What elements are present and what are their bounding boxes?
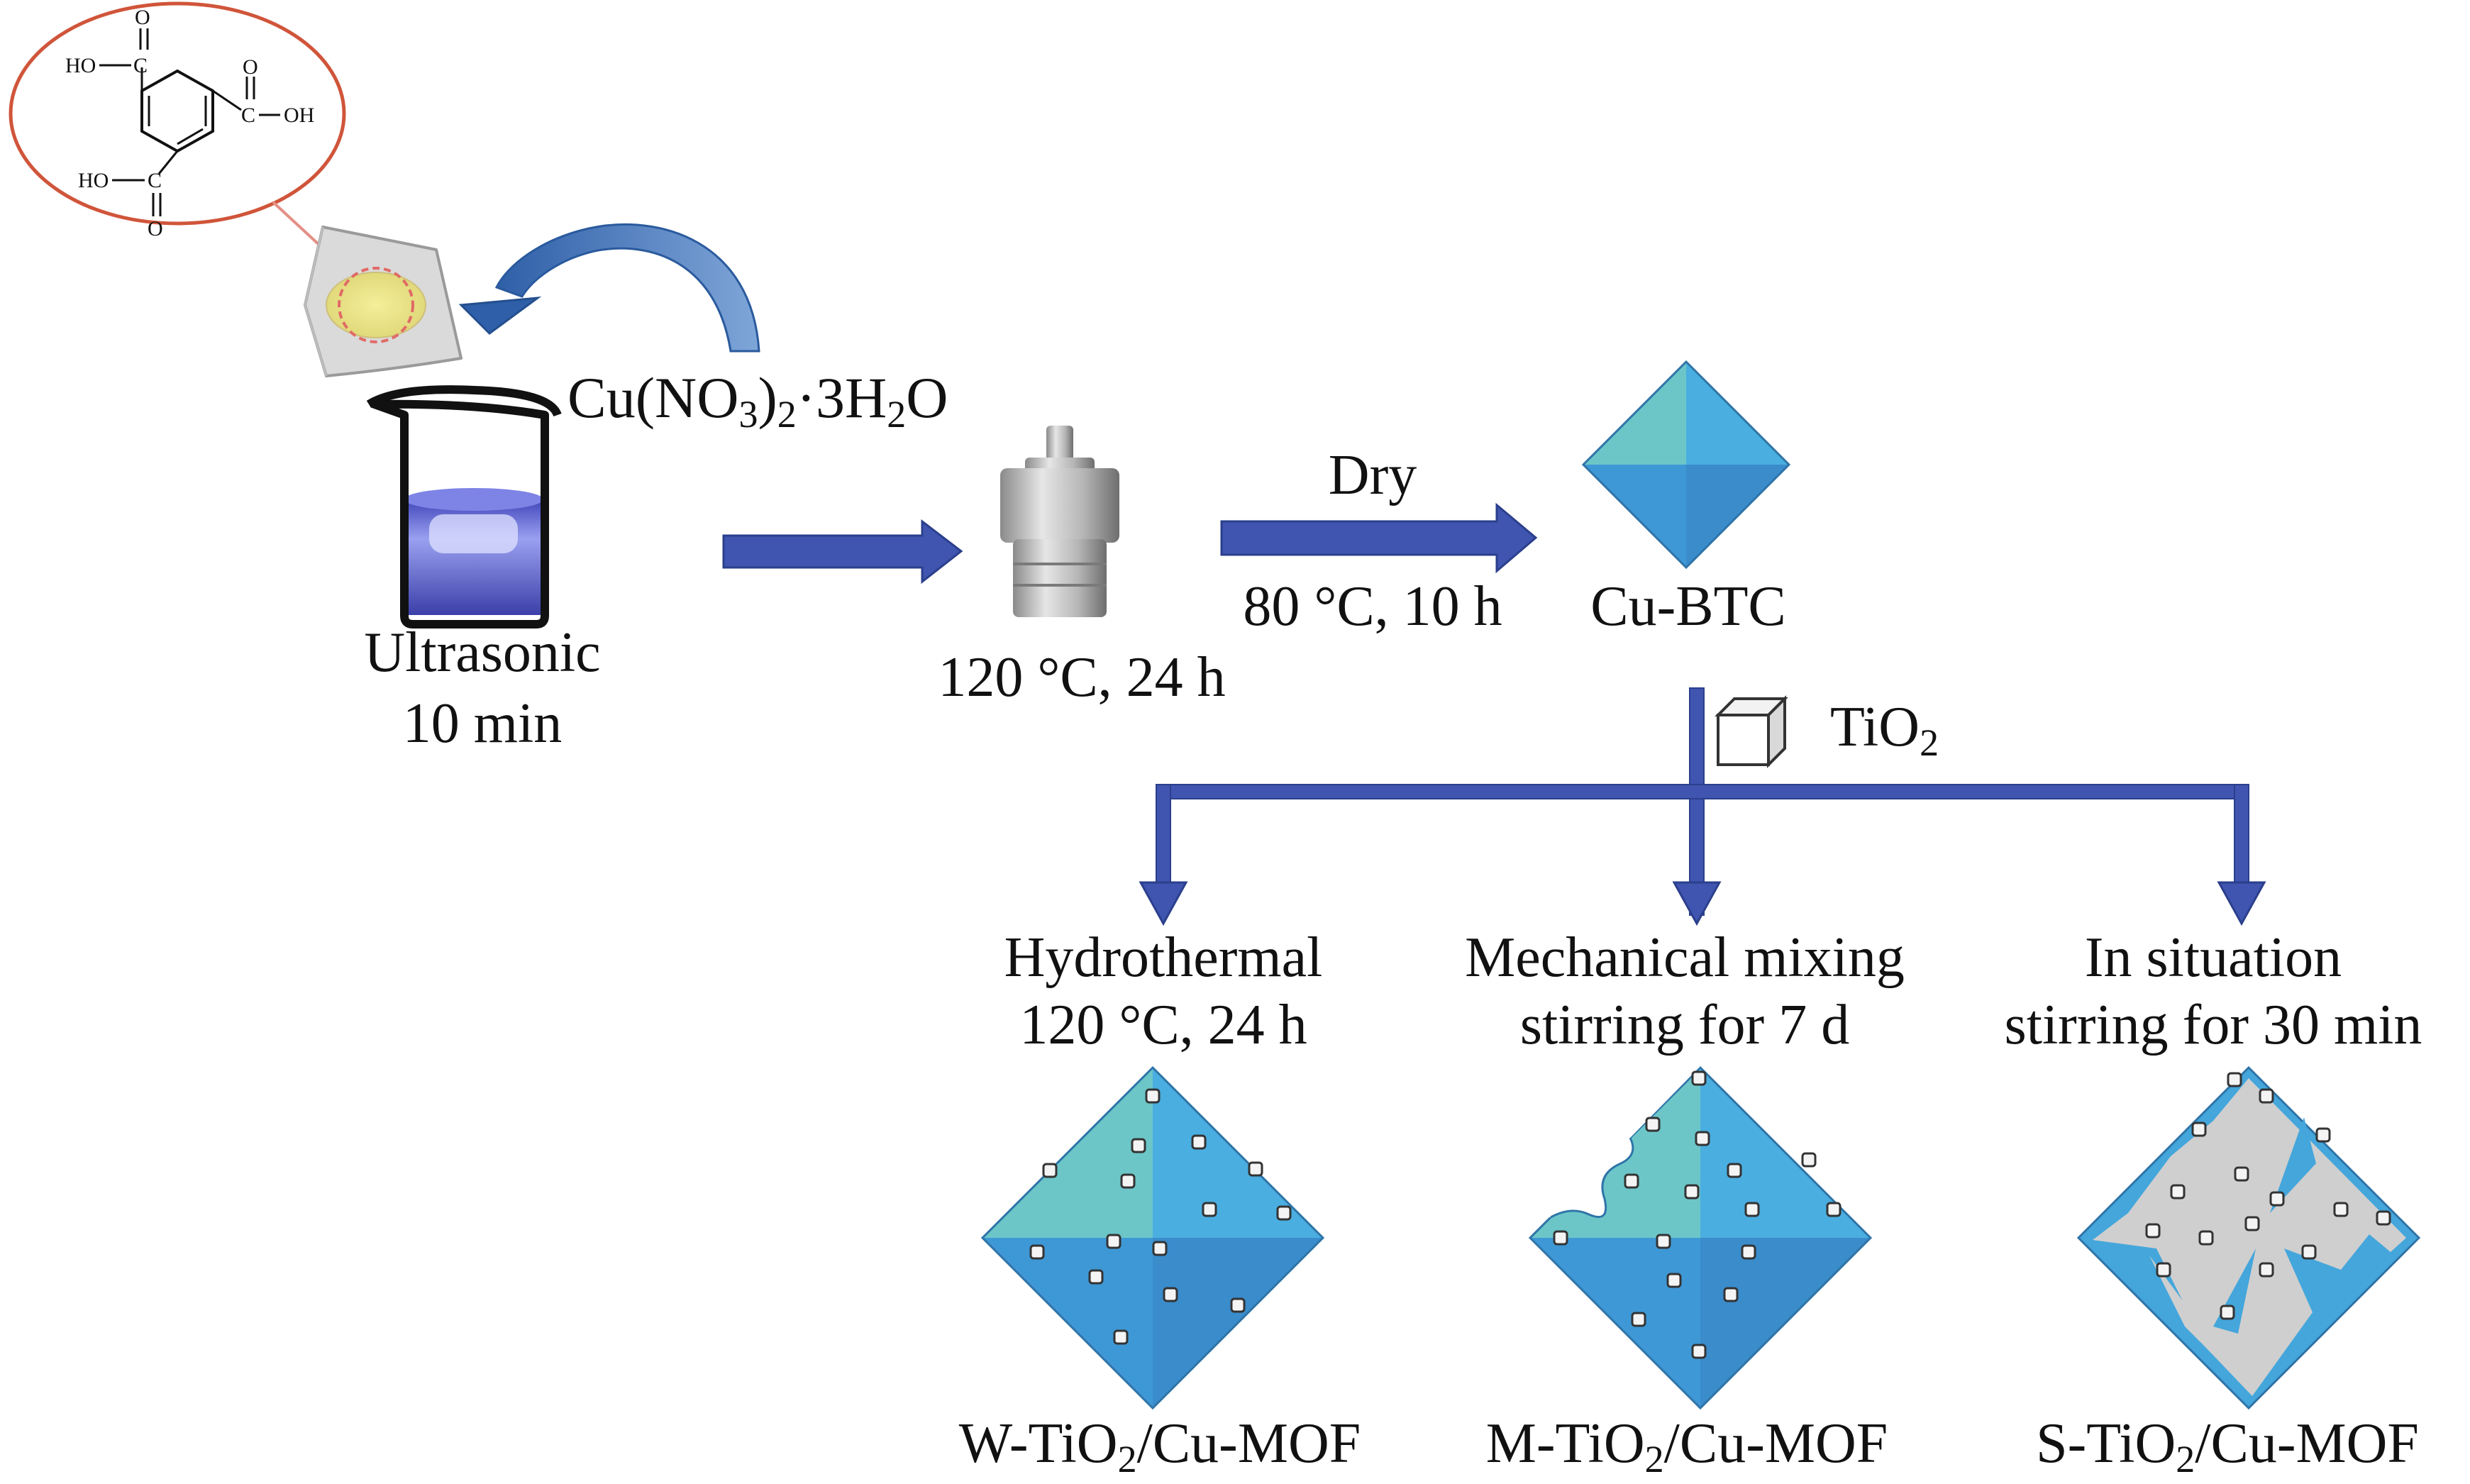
tio2-particle <box>2269 1191 2285 1207</box>
route-1-method: Hydrothermal <box>1004 926 1323 989</box>
autoclave-icon <box>1000 426 1119 617</box>
route-2-condition: stirring for 7 d <box>1519 994 1850 1056</box>
tio2-particle <box>1088 1269 1104 1285</box>
tio2-particle <box>2227 1072 2242 1087</box>
m-tio2-cu-mof-icon <box>1511 1064 1873 1410</box>
tio2-cube-icon <box>1715 695 1788 768</box>
ultrasonic-time-label: 10 min <box>402 692 563 755</box>
dry-label: Dry <box>1328 444 1417 506</box>
tio2-particle <box>1691 1070 1707 1086</box>
route-3-condition: stirring for 30 min <box>2004 994 2422 1056</box>
connector-vertical <box>1689 687 1705 916</box>
arrow-route-3 <box>2217 881 2266 926</box>
beaker-icon <box>366 385 562 629</box>
tio2-particle <box>1106 1234 1122 1249</box>
molecule-hydroxyl-3: HO <box>78 169 109 192</box>
tio2-particle <box>2170 1184 2186 1200</box>
tio2-particles <box>1553 1070 1842 1359</box>
tio2-particle <box>1826 1202 1842 1217</box>
tio2-particle <box>2156 1262 2171 1278</box>
route-1-condition: 120 °C, 24 h <box>1019 994 1307 1056</box>
s-tio2-cu-mof-icon <box>2076 1065 2421 1410</box>
tio2-particle <box>1120 1173 1136 1189</box>
tio2-particle <box>1191 1134 1207 1150</box>
weighing-paper-icon <box>304 226 463 377</box>
tio2-particle <box>1113 1329 1129 1345</box>
tio2-particle <box>1276 1205 1292 1221</box>
w-tio2-cu-mof-icon <box>980 1065 1325 1410</box>
tio2-particle <box>1152 1241 1168 1256</box>
tio2-particle <box>2244 1216 2260 1231</box>
tio2-particle <box>2234 1166 2249 1182</box>
tio2-particle <box>2191 1122 2207 1137</box>
tio2-particles <box>1029 1088 1292 1345</box>
tio2-particle <box>1691 1344 1707 1359</box>
tio2-particle <box>1744 1202 1760 1217</box>
tio2-particle <box>2301 1244 2317 1260</box>
molecule-carbon-3: C <box>148 169 162 192</box>
cu-btc-octahedron-icon <box>1581 360 1791 570</box>
reagent-label: Cu(NO3)2·3H2O <box>567 365 948 436</box>
tio2-particle <box>2259 1262 2274 1278</box>
arrow-dry <box>1220 502 1538 574</box>
tio2-particle <box>1727 1163 1742 1178</box>
tio2-particle <box>1029 1244 1045 1260</box>
route-2-product: M-TiO2/Cu-MOF <box>1485 1412 1888 1480</box>
connector-horizontal <box>1156 784 2249 799</box>
tio2-particle <box>1684 1184 1700 1200</box>
arrow-to-autoclave <box>722 519 963 585</box>
tio2-particle <box>2145 1223 2161 1239</box>
route-3-product: S-TiO2/Cu-MOF <box>2036 1412 2419 1480</box>
molecule-oxygen-2: O <box>243 55 258 79</box>
tio2-particle <box>1202 1202 1217 1217</box>
tio2-particle <box>1666 1273 1682 1288</box>
tio2-particle <box>1741 1244 1756 1260</box>
tio2-particle <box>2259 1088 2274 1104</box>
tio2-particle <box>2220 1305 2235 1320</box>
arrow-route-2 <box>1672 881 1722 926</box>
molecule-hydroxyl-1: HO <box>65 54 96 77</box>
molecule-oxygen-1: O <box>135 6 150 29</box>
ultrasonic-label: Ultrasonic <box>364 621 601 684</box>
route-1-product: W-TiO2/Cu-MOF <box>958 1412 1361 1480</box>
tio2-particle <box>1042 1163 1058 1178</box>
tio2-particle <box>2376 1210 2391 1226</box>
curved-arrow-icon <box>458 223 760 353</box>
molecule-hydroxyl-2: OH <box>284 104 314 127</box>
arrow-route-1 <box>1139 881 1188 926</box>
dry-condition-label: 80 °C, 10 h <box>1243 575 1502 638</box>
route-2-method: Mechanical mixing <box>1465 926 1905 989</box>
tio2-particle <box>2198 1230 2214 1246</box>
tio2-particles <box>2145 1072 2391 1320</box>
tio2-particle <box>1695 1131 1710 1146</box>
molecule-carbon-1: C <box>133 54 148 77</box>
btc-molecule-icon: C O HO C O OH C O HO <box>9 1 370 292</box>
tio2-particle <box>1645 1117 1661 1132</box>
tio2-particle <box>1553 1230 1568 1246</box>
cu-btc-label: Cu-BTC <box>1590 575 1786 638</box>
autoclave-condition-label: 120 °C, 24 h <box>938 646 1226 709</box>
tio2-label: TiO2 <box>1830 696 1939 764</box>
tio2-particle <box>2333 1202 2349 1217</box>
tio2-particle <box>1801 1152 1817 1168</box>
tio2-particle <box>1723 1287 1739 1302</box>
tio2-particle <box>1656 1234 1671 1249</box>
molecule-oxygen-3: O <box>148 217 163 240</box>
tio2-particle <box>1131 1138 1146 1153</box>
tio2-particle <box>1230 1297 1246 1313</box>
tio2-particle <box>1248 1161 1263 1177</box>
molecule-carbon-2: C <box>241 104 255 127</box>
tio2-particle <box>1624 1173 1639 1189</box>
tio2-particle <box>1145 1088 1161 1104</box>
tio2-particle <box>1163 1287 1178 1302</box>
tio2-particle <box>2315 1127 2331 1143</box>
route-3-method: In situation <box>2084 926 2342 989</box>
tio2-particle <box>1631 1312 1646 1327</box>
